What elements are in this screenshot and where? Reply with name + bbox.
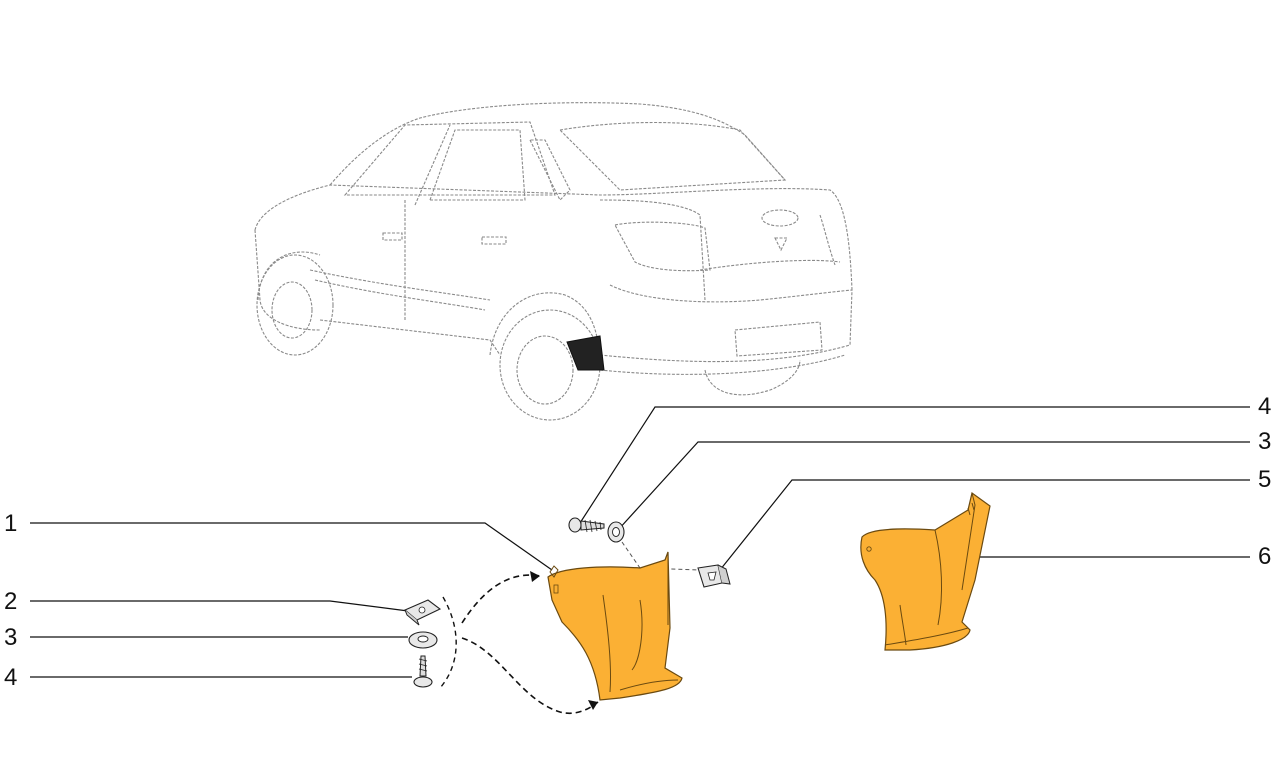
mudguard-right: [860, 491, 991, 651]
leader-left-1: [30, 522, 553, 571]
leader-right-5: [711, 479, 1250, 581]
callout-right-6: 6: [1258, 543, 1271, 570]
callout-left-4: 4: [4, 664, 17, 691]
callouts-right: 4 3 5 6: [579, 393, 1271, 581]
highlighted-mudguard-area: [566, 335, 605, 371]
callout-right-5: 5: [1258, 466, 1271, 493]
plastic-clip: [697, 564, 731, 588]
washer-top: [607, 521, 625, 543]
car-outline: [254, 102, 853, 421]
callout-right-3: 3: [1258, 428, 1271, 455]
leader-right-4: [579, 406, 1250, 524]
callout-left-1: 1: [4, 510, 17, 537]
callout-right-4: 4: [1258, 393, 1271, 420]
callouts-left: 1 2 3 4: [4, 510, 553, 691]
leader-left-2: [30, 600, 409, 612]
spring-nut-clip: [403, 599, 442, 626]
washer-bottom: [408, 631, 438, 649]
leader-right-3: [617, 441, 1250, 531]
self-tapping-screw-top: [568, 517, 605, 533]
mudguard-left: [547, 551, 683, 701]
callout-left-2: 2: [4, 588, 17, 615]
callout-left-3: 3: [4, 624, 17, 651]
self-tapping-screw-bottom: [413, 655, 433, 688]
